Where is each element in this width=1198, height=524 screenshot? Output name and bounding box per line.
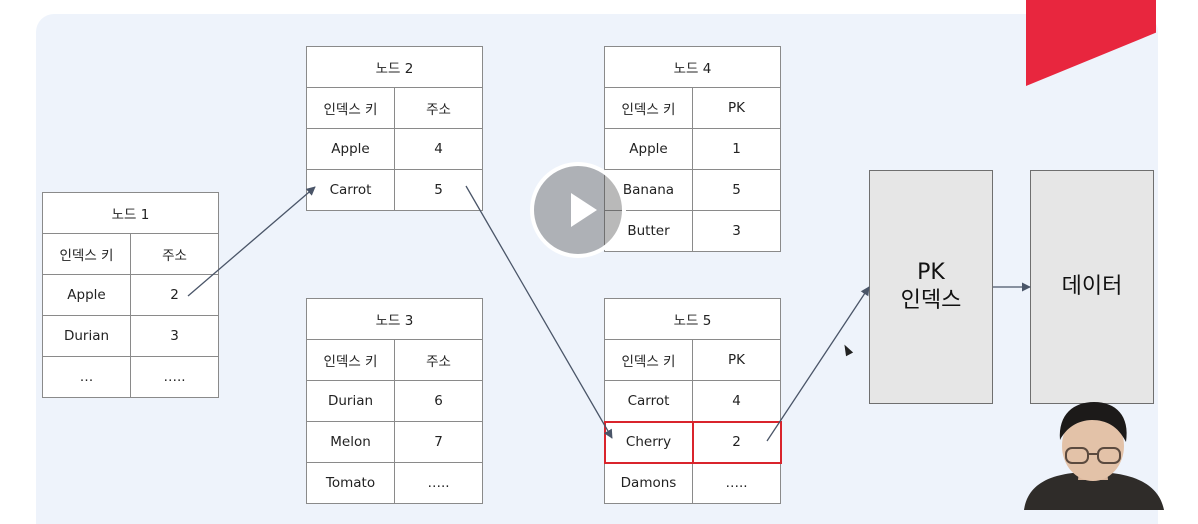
arrow-node5-to-pk-index xyxy=(767,287,869,441)
play-triangle xyxy=(571,193,597,227)
presenter-webcam xyxy=(1018,396,1168,510)
play-icon[interactable] xyxy=(530,162,626,258)
arrow-node1-to-node2 xyxy=(188,187,315,296)
